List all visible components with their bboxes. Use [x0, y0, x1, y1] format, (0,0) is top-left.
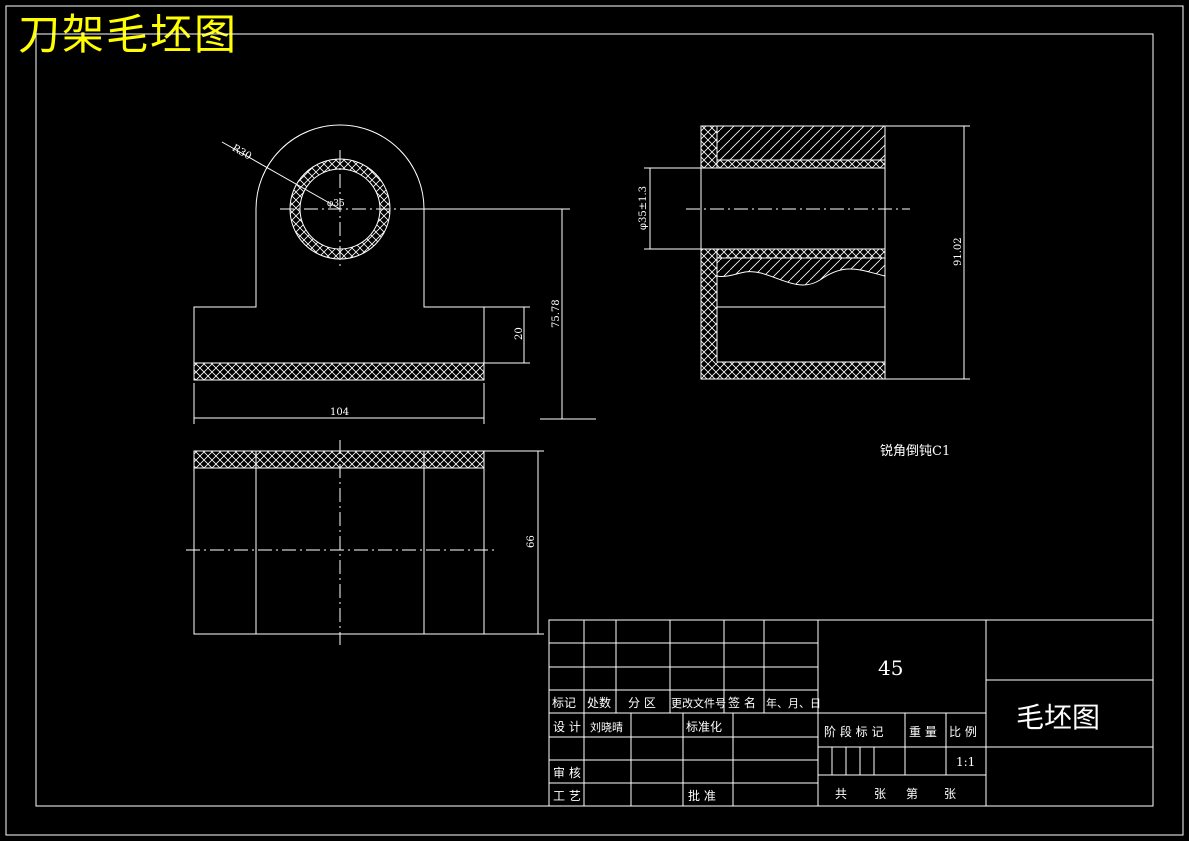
tb-scale-label: 比 例: [949, 725, 977, 739]
top-view: 66: [186, 440, 544, 645]
title-block: 标记 处数 分 区 更改文件号 签 名 年、月、日 设 计 刘晓晴 标准化 审 …: [548, 619, 1154, 807]
tb-sign: 签 名: [728, 695, 756, 710]
dim-phi35: φ35: [327, 199, 345, 209]
tb-page-sheets-label: 张: [944, 787, 956, 801]
dim-91-02: 91.02: [953, 237, 964, 266]
tb-material: 45: [878, 656, 903, 680]
tb-sheets-label: 张: [874, 787, 886, 801]
front-view: R30 φ35 104 20 75.78: [193, 124, 596, 424]
dim-104: 104: [330, 407, 349, 418]
dim-20: 20: [514, 327, 525, 340]
tb-stage-label: 阶 段 标 记: [824, 724, 883, 739]
tb-count: 处数: [587, 695, 611, 710]
tb-review-label: 审 核: [553, 765, 581, 780]
tb-total-label: 共: [835, 787, 847, 801]
chamfer-note: 锐角倒钝C1: [880, 444, 950, 459]
tb-zone: 分 区: [628, 696, 656, 710]
dim-r30: R30: [230, 143, 253, 163]
tb-craft-label: 工 艺: [553, 789, 581, 803]
side-view: φ35±1.3 91.02: [638, 125, 970, 380]
dim-75-78: 75.78: [551, 299, 562, 328]
dim-66: 66: [526, 535, 537, 548]
tb-weight-label: 重 量: [909, 725, 937, 739]
tb-doc-no: 更改文件号: [671, 696, 726, 710]
tb-designer: 刘晓晴: [590, 721, 623, 734]
tb-approve-label: 批 准: [688, 788, 716, 803]
tb-design-label: 设 计: [553, 720, 581, 734]
tb-mark: 标记: [552, 696, 576, 710]
tb-date: 年、月、日: [766, 696, 821, 710]
tb-standard-label: 标准化: [686, 720, 722, 734]
tb-scale-value: 1:1: [956, 755, 975, 769]
tb-drawing-name: 毛坯图: [1016, 701, 1100, 734]
dim-bore: φ35±1.3: [638, 186, 649, 230]
outer-border: [5, 5, 1184, 836]
tb-page-label: 第: [906, 787, 918, 801]
